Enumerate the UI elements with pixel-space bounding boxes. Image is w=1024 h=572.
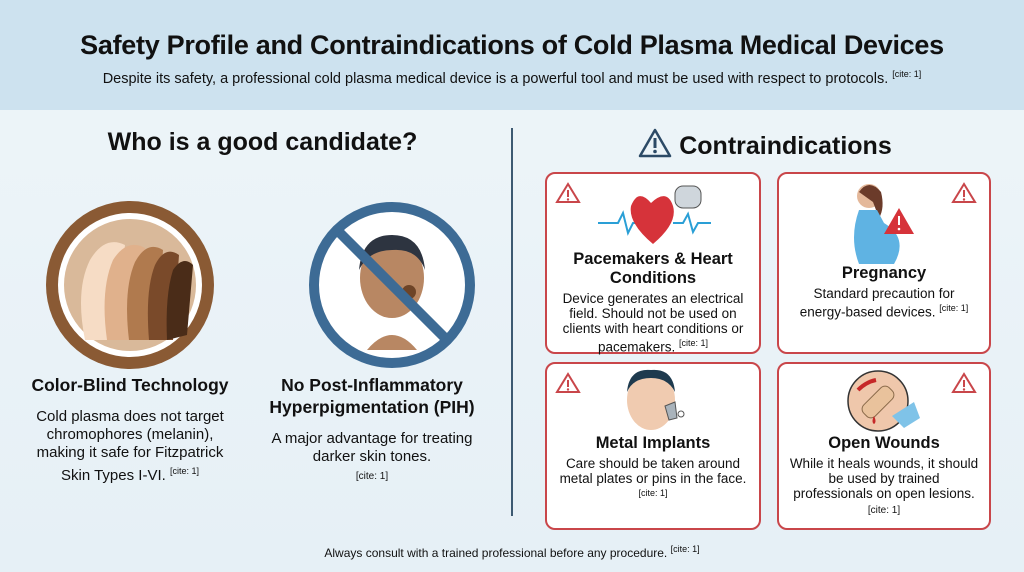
candidate-text: Cold plasma does not target chromophores… (30, 408, 230, 485)
subtitle-text: Despite its safety, a professional cold … (102, 70, 889, 87)
text: Device generates an electrical field. Sh… (562, 291, 744, 355)
candidate-no-pih: No Post-Inflammatory Hyperpigmentation (… (262, 374, 482, 486)
citation: [cite: 1] (867, 505, 901, 516)
citation: [cite: 1] (679, 338, 709, 348)
face-implant-icon (627, 369, 685, 430)
citation: [cite: 1] (355, 471, 389, 482)
text: Care should be taken around metal plates… (559, 456, 747, 486)
contraindications-heading: Contraindications (540, 128, 990, 161)
card-text: Standard precaution for energy-based dev… (789, 286, 979, 320)
citation: [cite: 1] (169, 466, 199, 476)
card-title: Metal Implants (595, 434, 711, 452)
footer-text: Always consult with a trained profession… (324, 546, 668, 560)
heart-pacemaker-icon (598, 185, 711, 244)
citation: [cite: 1] (892, 69, 922, 79)
card-text: Device generates an electrical field. Sh… (557, 291, 749, 355)
card-title: Pacemakers & Heart Conditions (573, 250, 733, 287)
text: Standard precaution for energy-based dev… (799, 286, 955, 320)
page-title: Safety Profile and Contraindications of … (80, 30, 944, 60)
card-metal-implants: Metal Implants Care should be taken arou… (545, 362, 761, 530)
warning-icon (555, 372, 581, 393)
candidate-title: Color-Blind Technology (31, 375, 229, 395)
warning-icon (951, 182, 977, 203)
text: Cold plasma does not target chromophores… (36, 408, 224, 484)
pregnant-woman-icon (854, 184, 914, 264)
card-title: Pregnancy (841, 264, 927, 282)
no-pigmentation-icon (309, 202, 475, 368)
text: A major advantage for treating darker sk… (271, 430, 473, 465)
candidate-color-blind: Color-Blind Technology Cold plasma does … (30, 374, 230, 485)
candidate-text: A major advantage for treating darker sk… (262, 430, 482, 486)
divider (511, 128, 513, 516)
text: While it heals wounds, it should be used… (789, 456, 979, 501)
card-text: Care should be taken around metal plates… (557, 456, 749, 505)
bandage-wound-icon (847, 370, 920, 432)
diverse-faces-icon (46, 201, 214, 369)
page-subtitle: Despite its safety, a professional cold … (0, 69, 1024, 87)
card-text: While it heals wounds, it should be used… (789, 456, 979, 518)
warning-icon (555, 182, 581, 203)
citation: [cite: 1] (670, 544, 700, 554)
card-pregnancy: Pregnancy Standard precaution for energy… (777, 172, 991, 354)
card-pacemakers: Pacemakers & Heart Conditions Device gen… (545, 172, 761, 354)
candidates-heading: Who is a good candidate? (107, 128, 418, 156)
warning-icon (951, 372, 977, 393)
warning-icon (639, 128, 672, 158)
card-title: Open Wounds (828, 434, 940, 452)
footer-note: Always consult with a trained profession… (0, 544, 1024, 560)
header: Safety Profile and Contraindications of … (0, 0, 1024, 110)
citation: [cite: 1] (939, 303, 969, 313)
card-open-wounds: Open Wounds While it heals wounds, it sh… (777, 362, 991, 530)
heading-text: Contraindications (679, 132, 892, 160)
candidate-title: No Post-Inflammatory Hyperpigmentation (… (269, 375, 475, 417)
citation: [cite: 1] (638, 488, 668, 498)
